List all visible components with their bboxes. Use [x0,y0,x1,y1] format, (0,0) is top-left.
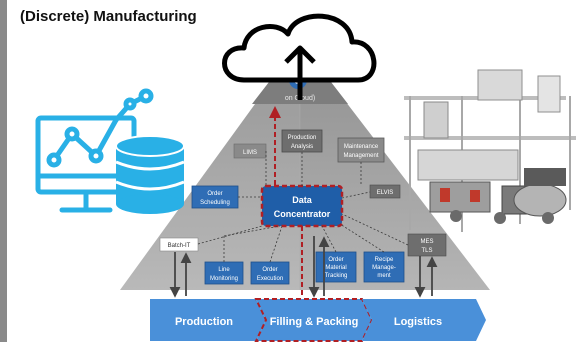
left-frame-bar [0,0,7,342]
mes-tls-box: MES TLS [407,233,447,257]
svg-text:MES: MES [420,239,433,245]
lims-box: LIMS [233,143,267,159]
svg-text:Material: Material [325,265,346,271]
svg-text:LIMS: LIMS [243,150,257,156]
order-scheduling-box: Order Scheduling [191,185,239,209]
svg-text:Order: Order [207,191,222,197]
machine-image [404,69,576,232]
svg-text:Tracking: Tracking [325,273,348,279]
maintenance-management-box: Maintenance Management [337,137,385,163]
recipe-management-box: Recipe Manage- ment [363,251,405,283]
batch-it-box: Batch-IT [159,237,199,252]
cloud-upload-icon [222,13,377,100]
svg-text:Batch-IT: Batch-IT [168,243,191,249]
svg-text:Manage-: Manage- [372,265,396,271]
svg-text:Monitoring: Monitoring [210,276,238,282]
svg-text:Recipe: Recipe [375,257,394,263]
database-icon [115,135,185,214]
svg-text:Execution: Execution [257,276,283,282]
elvis-box: ELVIS [369,184,401,199]
connectors [197,151,409,263]
svg-text:Order: Order [262,267,277,273]
svg-text:Analysis: Analysis [291,144,313,150]
order-material-tracking-box: Order Material Tracking [315,251,357,283]
line-monitoring-box: Line Monitoring [204,261,244,285]
svg-text:Maintenance: Maintenance [344,144,379,150]
svg-text:ELVIS: ELVIS [377,190,394,196]
stage-production: Production [150,299,266,341]
pyramid [120,42,490,290]
svg-text:Management: Management [343,153,378,159]
svg-text:Scheduling: Scheduling [200,200,230,206]
svg-text:Data: Data [292,195,313,205]
svg-text:Logistics: Logistics [394,316,442,328]
stage-logistics: Logistics [362,299,486,341]
svg-text:Line: Line [218,267,230,273]
svg-text:Production: Production [288,135,317,141]
stage-filling-packing: Filling & Packing [254,298,374,342]
stage-arrows [169,236,438,298]
svg-text:ment: ment [377,273,391,279]
production-analysis-box: Production Analysis [281,129,323,153]
svg-text:TLS: TLS [421,248,432,254]
svg-text:Production: Production [175,316,233,328]
svg-text:Concentrator: Concentrator [274,209,331,219]
page-title: (Discrete) Manufacturing [20,8,197,25]
order-execution-box: Order Execution [250,261,290,285]
svg-text:Filling & Packing: Filling & Packing [270,316,359,328]
svg-text:Order: Order [328,257,343,263]
data-concentrator-box: Data Concentrator [260,184,344,228]
